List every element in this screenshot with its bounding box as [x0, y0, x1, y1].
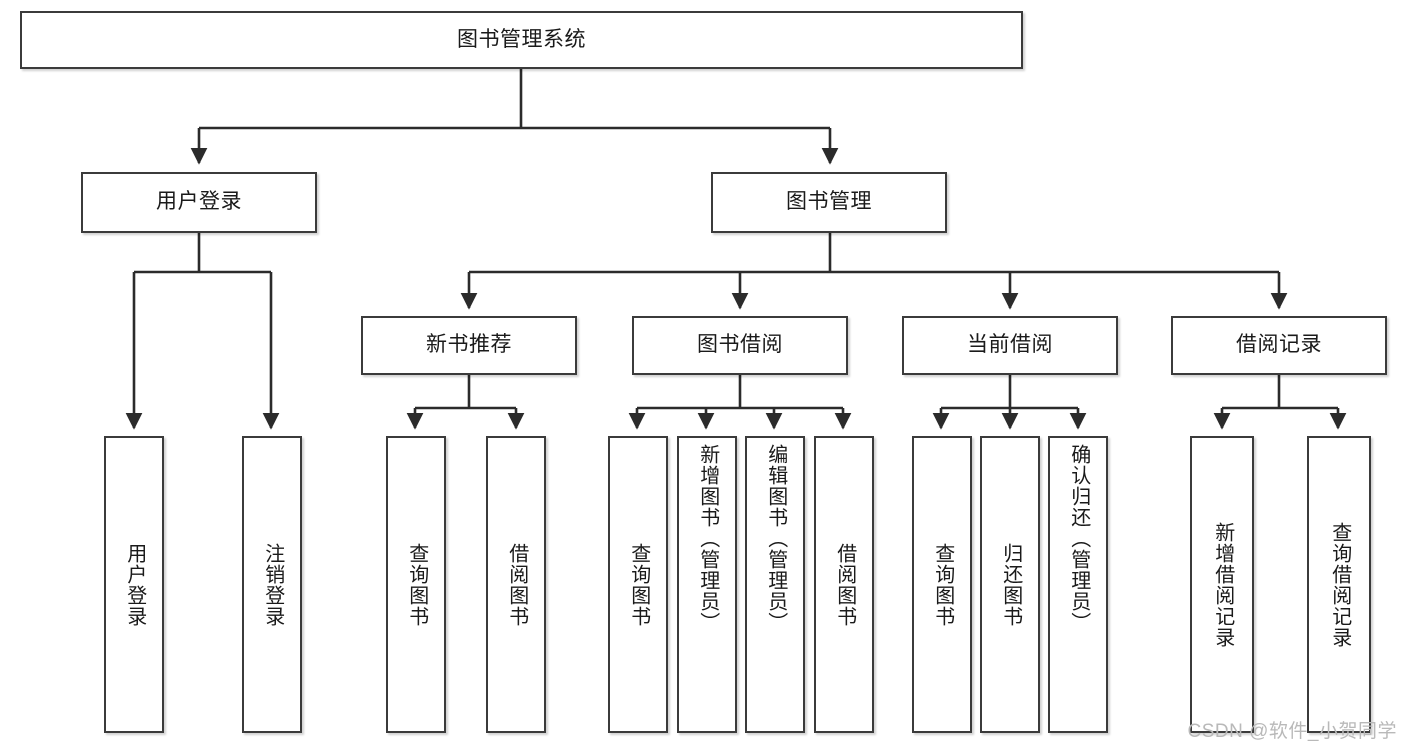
node-leaf-query-record-label: 查询借阅记录 — [1328, 521, 1351, 648]
node-borrow-record[interactable]: 借阅记录 — [1171, 316, 1387, 375]
node-leaf-edit-book-label: 编辑图书（管理员） — [764, 444, 787, 633]
node-leaf-add-book-label: 新增图书（管理员） — [696, 444, 719, 633]
node-book-borrow-label: 图书借阅 — [697, 333, 783, 357]
node-leaf-borrow-book-1[interactable]: 借阅图书 — [486, 436, 546, 733]
node-leaf-return-book[interactable]: 归还图书 — [980, 436, 1040, 733]
node-book-manage[interactable]: 图书管理 — [711, 172, 947, 233]
node-leaf-borrow-book-1-label: 借阅图书 — [505, 542, 528, 627]
node-user-login[interactable]: 用户登录 — [81, 172, 317, 233]
node-root[interactable]: 图书管理系统 — [20, 11, 1023, 69]
node-leaf-borrow-book-2-label: 借阅图书 — [833, 542, 856, 627]
node-leaf-user-login[interactable]: 用户登录 — [104, 436, 164, 733]
node-leaf-query-book-2-label: 查询图书 — [627, 542, 650, 627]
node-current-borrow-label: 当前借阅 — [967, 333, 1053, 357]
node-book-borrow[interactable]: 图书借阅 — [632, 316, 848, 375]
node-leaf-query-book-2[interactable]: 查询图书 — [608, 436, 668, 733]
node-leaf-return-book-label: 归还图书 — [999, 542, 1022, 627]
node-leaf-add-record-label: 新增借阅记录 — [1211, 521, 1234, 648]
node-leaf-confirm-return-label: 确认归还（管理员） — [1067, 444, 1090, 633]
node-leaf-edit-book[interactable]: 编辑图书（管理员） — [745, 436, 805, 733]
node-leaf-user-login-label: 用户登录 — [123, 542, 146, 627]
node-leaf-query-book-3[interactable]: 查询图书 — [912, 436, 972, 733]
watermark: CSDN @软件_小贺同学 — [1187, 721, 1397, 742]
node-leaf-add-book[interactable]: 新增图书（管理员） — [677, 436, 737, 733]
node-new-book-recommend[interactable]: 新书推荐 — [361, 316, 577, 375]
node-leaf-add-record[interactable]: 新增借阅记录 — [1190, 436, 1254, 733]
node-current-borrow[interactable]: 当前借阅 — [902, 316, 1118, 375]
node-user-login-label: 用户登录 — [156, 190, 242, 214]
node-leaf-query-book-1[interactable]: 查询图书 — [386, 436, 446, 733]
node-leaf-logout-login[interactable]: 注销登录 — [242, 436, 302, 733]
node-leaf-logout-login-label: 注销登录 — [261, 542, 284, 627]
node-leaf-query-record[interactable]: 查询借阅记录 — [1307, 436, 1371, 733]
node-leaf-query-book-1-label: 查询图书 — [405, 542, 428, 627]
node-root-label: 图书管理系统 — [457, 27, 586, 51]
node-borrow-record-label: 借阅记录 — [1236, 333, 1322, 357]
node-new-book-recommend-label: 新书推荐 — [426, 333, 512, 357]
node-leaf-query-book-3-label: 查询图书 — [931, 542, 954, 627]
node-leaf-borrow-book-2[interactable]: 借阅图书 — [814, 436, 874, 733]
node-leaf-confirm-return[interactable]: 确认归还（管理员） — [1048, 436, 1108, 733]
node-book-manage-label: 图书管理 — [786, 190, 872, 214]
